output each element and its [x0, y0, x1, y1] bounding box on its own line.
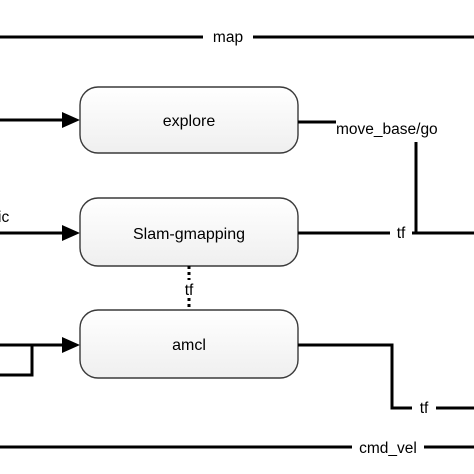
- node-label-slam-gmapping: Slam-gmapping: [133, 226, 245, 243]
- edge-input-slam: ic: [0, 209, 80, 241]
- edge-label-map: map: [213, 29, 243, 46]
- edge-label-tf-middle: tf: [185, 282, 194, 299]
- node-amcl: amcl: [79, 309, 299, 379]
- arrow-head: [62, 225, 80, 241]
- node-label-amcl: amcl: [172, 337, 206, 354]
- edge-label-topic-fragment: ic: [0, 209, 9, 226]
- edge-tf-slam-out: tf: [298, 225, 474, 242]
- edge-tf-amcl-out: tf: [298, 343, 474, 417]
- arrow-head: [62, 337, 80, 353]
- edge-label-move-base-goal: move_base/go: [336, 121, 438, 138]
- node-slam-gmapping: Slam-gmapping: [79, 197, 299, 267]
- edge-label-cmd-vel: cmd_vel: [359, 440, 417, 457]
- edge-map: map: [0, 26, 474, 46]
- edge-input-amcl: [0, 337, 80, 377]
- edge-label-tf-slam: tf: [397, 225, 406, 242]
- node-label-explore: explore: [163, 113, 216, 130]
- edge-move-base-goal: move_base/go: [298, 120, 438, 233]
- edge-cmd-vel: cmd_vel: [0, 436, 474, 458]
- edge-label-tf-amcl: tf: [420, 400, 429, 417]
- node-explore: explore: [79, 86, 299, 154]
- edge-input-explore: [0, 112, 80, 128]
- edge-tf-slam-amcl: tf: [185, 266, 194, 310]
- arrow-head: [62, 112, 80, 128]
